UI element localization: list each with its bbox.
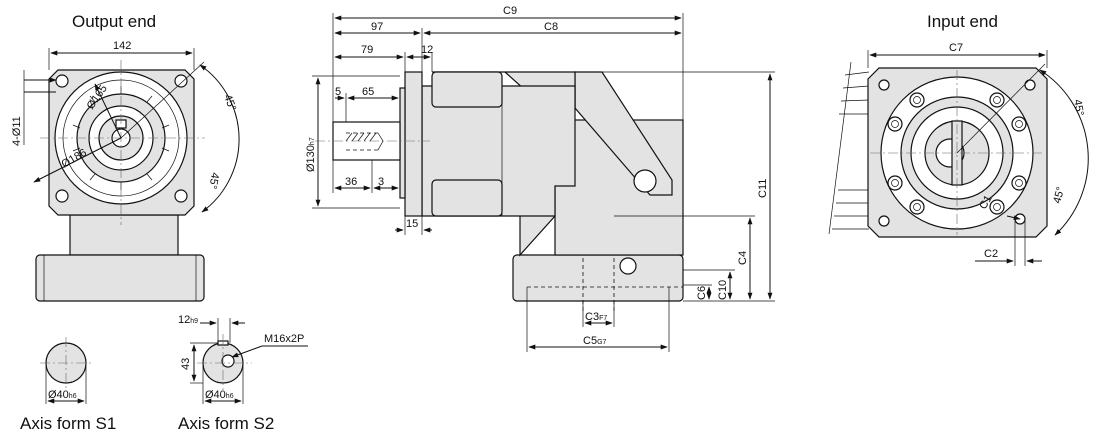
dim-c6: C6: [696, 286, 708, 300]
dim-input-angle-2: 45°: [1051, 186, 1067, 205]
s1-diameter: Ø40h6: [48, 389, 77, 401]
axis-s2-view: 12h9 43 M16x2P Ø40h6 Axis form S2: [178, 314, 308, 433]
dim-65: 65: [362, 86, 374, 98]
dim-15: 15: [406, 218, 418, 230]
axis-s2-title: Axis form S2: [178, 414, 274, 433]
side-base: [512, 254, 684, 302]
dim-pilot: Ø130h7: [305, 137, 317, 172]
output-end-title: Output end: [72, 12, 156, 31]
dim-c10: C10: [717, 280, 729, 300]
dim-c9: C9: [503, 5, 517, 17]
dim-angle-2: 45°: [206, 171, 221, 189]
axis-s1-title: Axis form S1: [20, 414, 116, 433]
input-end-title: Input end: [927, 12, 998, 31]
s2-key-width: 12h9: [178, 314, 198, 326]
dim-c4: C4: [737, 251, 749, 265]
dim-input-angle-1: 45°: [1071, 98, 1086, 116]
input-hatch: [828, 61, 870, 235]
s2-diameter: Ø40h6: [205, 389, 234, 401]
s2-thread-hole: [221, 354, 235, 368]
dim-5: 5: [335, 86, 341, 98]
output-housing-body: [69, 214, 179, 256]
dim-97: 97: [371, 21, 383, 33]
dim-c5: C5G7: [583, 335, 607, 347]
output-mounting-holes: [55, 74, 188, 203]
axis-s1-view: Ø40h6 Axis form S1: [20, 337, 116, 433]
dim-3: 3: [378, 176, 384, 188]
output-base-flange: [35, 254, 205, 302]
input-end-view: Input end: [828, 12, 1089, 266]
dim-142: 142: [113, 40, 131, 52]
dim-c3: C3F7: [585, 311, 607, 323]
dim-c11: C11: [757, 179, 769, 198]
dim-c2: C2: [984, 248, 998, 260]
input-bolts: [887, 92, 1027, 215]
dim-c7: C7: [949, 42, 963, 54]
dim-angle-1: 45°: [221, 93, 238, 113]
side-flange-plate: [404, 71, 423, 217]
dim-79: 79: [361, 44, 373, 56]
side-view: C9 97 C8 79 12 5 65 Ø130h7 36 3: [305, 5, 775, 352]
dim-c8: C8: [544, 21, 558, 33]
s2-height: 43: [180, 358, 192, 370]
s2-thread: M16x2P: [264, 333, 304, 345]
dim-holes: 4-Ø11: [11, 116, 23, 146]
output-end-view: Output end: [11, 12, 240, 302]
dim-12: 12: [421, 44, 433, 56]
dim-36: 36: [345, 176, 357, 188]
